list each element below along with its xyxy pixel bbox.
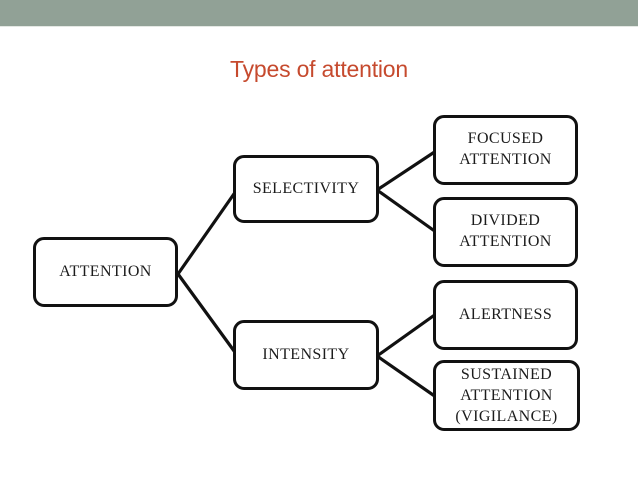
- edge-attention-intensity: [176, 272, 239, 357]
- top-accent-bar: [0, 0, 638, 27]
- edge-selectivity-divided-attention: [375, 188, 438, 234]
- node-intensity: INTENSITY: [233, 320, 379, 390]
- node-selectivity: SELECTIVITY: [233, 155, 379, 223]
- edge-intensity-alertness: [375, 312, 438, 358]
- edge-attention-selectivity: [176, 189, 238, 276]
- node-divided-attention: DIVIDED ATTENTION: [433, 197, 578, 267]
- node-alertness: ALERTNESS: [433, 280, 578, 350]
- slide-title: Types of attention: [230, 56, 408, 82]
- node-focused-attention: FOCUSED ATTENTION: [433, 115, 578, 185]
- node-attention: ATTENTION: [33, 237, 178, 307]
- node-sustained-attention: SUSTAINED ATTENTION (VIGILANCE): [433, 360, 580, 431]
- edge-intensity-sustained-attention: [375, 354, 438, 399]
- edge-selectivity-focused-attention: [375, 149, 438, 192]
